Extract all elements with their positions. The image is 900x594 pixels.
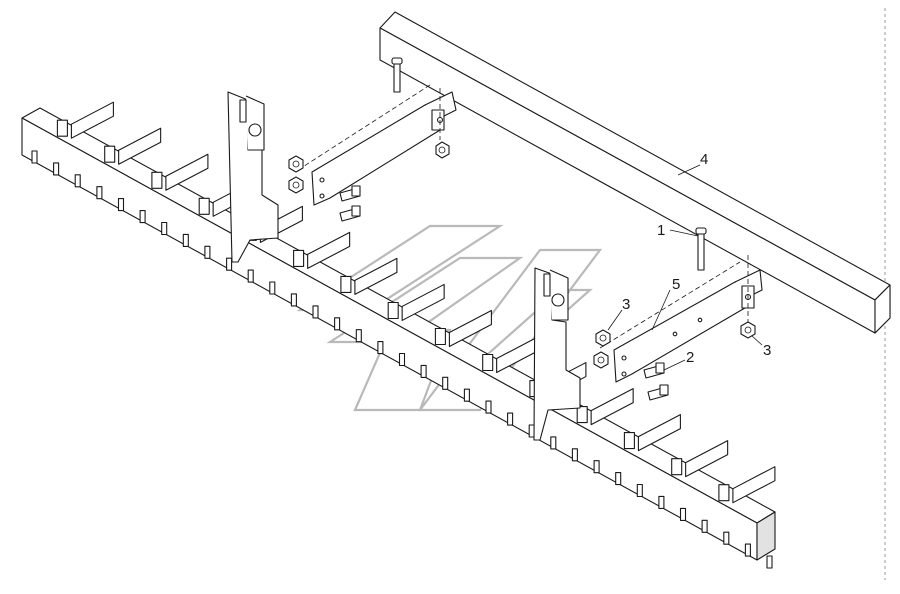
tine-tooth xyxy=(658,495,665,509)
tine-tooth xyxy=(204,245,211,259)
tine-tooth xyxy=(398,352,406,367)
callout-3-right: 3 xyxy=(763,342,771,359)
left-hitch-bracket xyxy=(227,91,279,263)
middle-hitch-bracket xyxy=(533,267,581,441)
tine-clamp xyxy=(56,101,114,139)
tine-teeth-group xyxy=(31,150,773,569)
tine-tooth xyxy=(247,269,254,283)
callout-5: 5 xyxy=(672,276,680,293)
bolt-short-left-1 xyxy=(339,185,361,202)
tine-tooth xyxy=(679,507,687,521)
tine-clamp xyxy=(671,440,729,478)
tine-tooth xyxy=(571,448,578,462)
bolt-long-right xyxy=(695,227,707,271)
tine-tooth xyxy=(636,483,643,498)
nut-right-2 xyxy=(593,351,609,369)
callout-1: 1 xyxy=(657,222,665,239)
callout-labels: 1 2 3 3 4 5 xyxy=(622,151,771,366)
tine-tooth xyxy=(507,412,514,426)
tine-clamp xyxy=(576,388,634,426)
bolt-short-right-2 xyxy=(647,384,669,401)
square-tube-beam xyxy=(379,11,891,334)
mounting-bracket-left xyxy=(297,84,457,206)
tine-tooth xyxy=(53,162,60,176)
tine-tooth xyxy=(182,233,189,247)
nut-left-1 xyxy=(288,155,304,173)
tine-tooth xyxy=(528,424,535,438)
tine-tooth xyxy=(701,519,708,533)
tine-clamp xyxy=(104,127,162,165)
tine-clamp xyxy=(718,466,776,504)
tine-tooth xyxy=(615,472,622,486)
tine-tooth xyxy=(117,198,125,212)
tine-tooth xyxy=(355,329,362,343)
tine-tooth xyxy=(593,460,600,474)
tine-tooth xyxy=(31,150,38,164)
tine-clamp xyxy=(293,231,351,269)
bolt-short-right-1 xyxy=(643,362,665,379)
tine-tooth xyxy=(226,257,233,271)
tine-tooth xyxy=(744,543,751,557)
tine-tooth xyxy=(139,210,146,224)
nut-right-1 xyxy=(595,329,611,347)
tine-clamp xyxy=(387,283,445,321)
tine-clamp xyxy=(623,414,681,452)
nut-top xyxy=(435,141,450,159)
callout-3-middle: 3 xyxy=(622,296,630,313)
tine-tooth xyxy=(442,376,449,390)
tine-tooth xyxy=(766,555,773,569)
tine-tooth xyxy=(377,341,384,355)
nut-left-2 xyxy=(288,176,304,194)
nut-right-3 xyxy=(740,321,756,339)
bolt-long-top xyxy=(391,57,403,93)
tine-tooth xyxy=(312,305,319,319)
tine-tooth xyxy=(334,317,341,331)
mounting-bracket-right xyxy=(599,255,763,383)
tine-clamp xyxy=(434,309,492,348)
tine-tooth xyxy=(550,436,557,450)
tine-clamp-group xyxy=(56,101,776,504)
tine-tooth xyxy=(290,293,297,307)
tine-tooth xyxy=(96,186,103,200)
tine-tooth xyxy=(420,364,427,378)
tine-clamp xyxy=(151,153,209,191)
tine-tooth xyxy=(74,174,81,188)
callout-leaders xyxy=(607,164,763,371)
tine-tooth xyxy=(269,281,276,295)
tine-tooth xyxy=(485,400,492,414)
tine-clamp xyxy=(340,257,398,295)
tine-tooth xyxy=(463,388,470,402)
callout-2: 2 xyxy=(686,349,694,366)
tine-tooth xyxy=(723,531,730,545)
callout-4: 4 xyxy=(700,151,708,168)
bolt-short-left-2 xyxy=(339,205,361,222)
tine-tooth xyxy=(161,221,168,236)
